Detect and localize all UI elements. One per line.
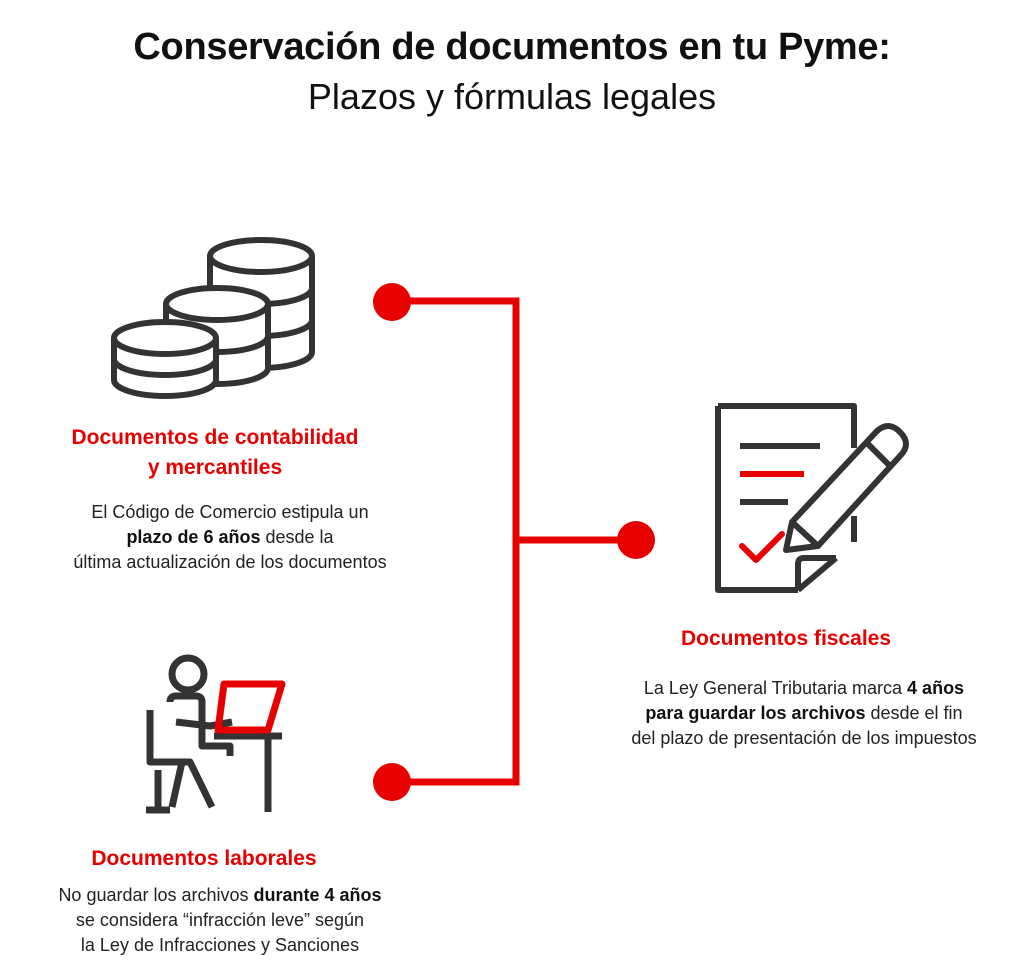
fiscales-body-line1-pre: La Ley General Tributaria marca [643, 678, 908, 698]
person-at-desk-icon [146, 654, 286, 814]
page-subtitle: Plazos y fórmulas legales [307, 76, 717, 117]
laborales-body-line3: la Ley de Infracciones y Sanciones [80, 935, 360, 955]
laborales-body-emphasis: durante 4 años [253, 885, 382, 905]
contabilidad-body-emphasis: plazo de 6 años [126, 527, 261, 547]
database-stack-icon [111, 237, 315, 399]
connector-node-bottom [373, 763, 411, 801]
contabilidad-heading: Documentos de contabilidad y mercantiles [20, 423, 410, 483]
fiscales-body-line1: La Ley General Tributaria marca 4 años [584, 676, 1024, 701]
connector-bottom-branch [392, 540, 520, 786]
contabilidad-body-line1: El Código de Comercio estipula un [91, 502, 369, 522]
signed-document-icon [715, 403, 909, 593]
contabilidad-body: El Código de Comercio estipula un plazo … [30, 500, 430, 575]
fiscales-body-line3: del plazo de presentación de los impuest… [631, 728, 977, 748]
connector-node-right [617, 521, 655, 559]
fiscales-body-line2-rest: desde el fin [865, 703, 963, 723]
laborales-body: No guardar los archivos durante 4 años s… [0, 883, 440, 958]
connector-top-branch [392, 297, 520, 540]
fiscales-body-emphasis-1: 4 años [907, 678, 965, 698]
laborales-body-line1: No guardar los archivos durante 4 años [0, 883, 440, 908]
contabilidad-heading-line2: y mercantiles [147, 456, 283, 479]
page-title: Conservación de documentos en tu Pyme: [133, 26, 891, 68]
fiscales-body-line2: para guardar los archivos desde el fin [584, 701, 1024, 726]
laborales-body-line1-pre: No guardar los archivos [58, 885, 254, 905]
contabilidad-body-line3: última actualización de los documentos [73, 552, 387, 572]
laborales-heading: Documentos laborales [91, 847, 317, 870]
connector-node-top [373, 283, 411, 321]
contabilidad-body-line2: plazo de 6 años desde la [30, 525, 430, 550]
contabilidad-heading-line1: Documentos de contabilidad [71, 426, 359, 449]
contabilidad-body-line2-rest: desde la [260, 527, 334, 547]
laborales-body-line2: se considera “infracción leve” según [75, 910, 365, 930]
fiscales-heading: Documentos fiscales [680, 627, 892, 650]
fiscales-body: La Ley General Tributaria marca 4 años p… [584, 676, 1024, 751]
fiscales-body-emphasis-2: para guardar los archivos [645, 703, 866, 723]
